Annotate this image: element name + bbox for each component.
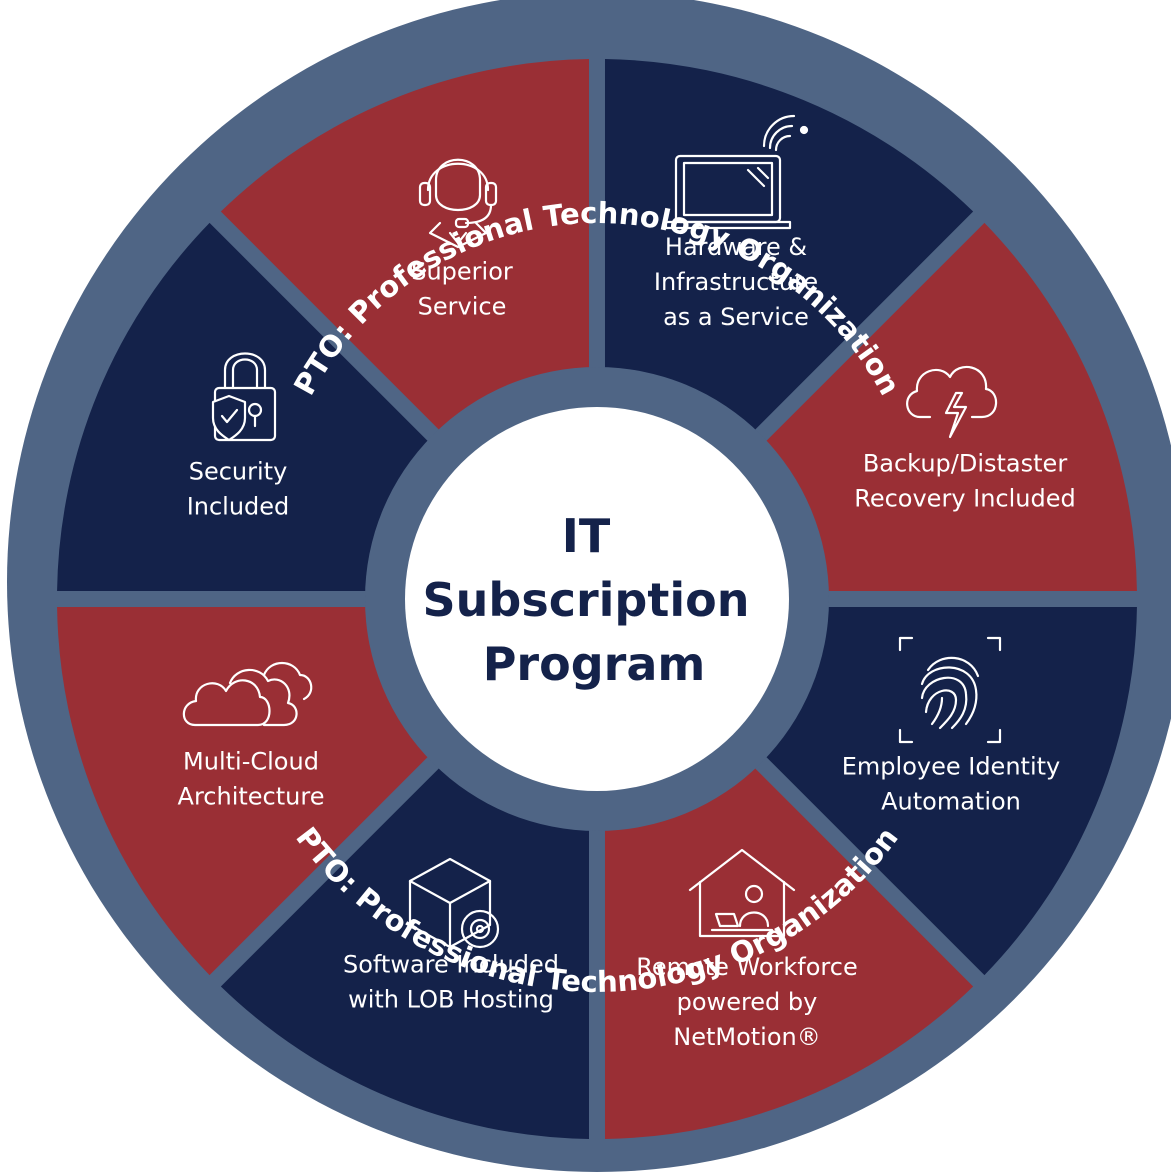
center-title: IT Subscription Program — [423, 509, 766, 691]
multi-cloud-icon — [182, 661, 313, 727]
segment-label-remote: Remote Workforce powered by NetMotion® — [636, 953, 857, 1051]
segment-identity — [740, 606, 1137, 976]
segment-remote — [604, 742, 974, 1139]
fingerprint-scan-icon — [898, 636, 1002, 744]
segment-label-line: Architecture — [178, 783, 325, 811]
laptop-wireless-icon — [664, 114, 809, 230]
segment-label-line: Included — [187, 493, 290, 521]
center-title-line2: Subscription — [423, 573, 750, 627]
segment-label-line: Backup/Distaster — [863, 450, 1068, 478]
padlock-shield-icon — [211, 352, 277, 442]
headset-support-icon — [418, 158, 498, 249]
segment-multicloud — [57, 606, 454, 976]
center-title-line1: IT — [562, 509, 611, 563]
segment-security — [57, 222, 454, 592]
segment-label-line: NetMotion® — [673, 1023, 821, 1051]
segment-label-software: Software Included with LOB Hosting — [343, 951, 559, 1014]
center-circle — [405, 407, 789, 791]
segment-label-line: Employee Identity — [842, 753, 1060, 781]
home-worker-icon — [688, 848, 796, 938]
segment-label-line: Hardware & — [665, 233, 807, 261]
segment-label-line: Software Included — [343, 951, 559, 979]
segment-label-line: Service — [418, 293, 507, 321]
center-title-line3: Program — [483, 637, 706, 691]
segments — [57, 59, 1137, 1139]
segment-label-line: as a Service — [663, 303, 809, 331]
segment-label-line: Remote Workforce — [636, 953, 857, 981]
segment-label-line: Multi-Cloud — [183, 748, 319, 776]
segment-label-line: with LOB Hosting — [348, 986, 554, 1014]
package-gear-icon — [408, 857, 500, 949]
segment-label-line: Infrastructure — [654, 268, 818, 296]
segment-label-line: Recovery Included — [854, 485, 1076, 513]
segment-software — [220, 742, 590, 1139]
segment-backup — [740, 222, 1137, 592]
segment-label-line: Superior — [411, 258, 513, 286]
segment-label-line: Automation — [881, 788, 1021, 816]
segment-label-line: powered by — [677, 988, 818, 1016]
segment-label-hardware: Hardware & Infrastructure as a Service — [654, 233, 818, 331]
segment-hardware — [604, 59, 974, 456]
cloud-lightning-icon — [906, 366, 998, 439]
segment-superior-service — [220, 59, 590, 456]
segment-label-line: Security — [189, 458, 288, 486]
